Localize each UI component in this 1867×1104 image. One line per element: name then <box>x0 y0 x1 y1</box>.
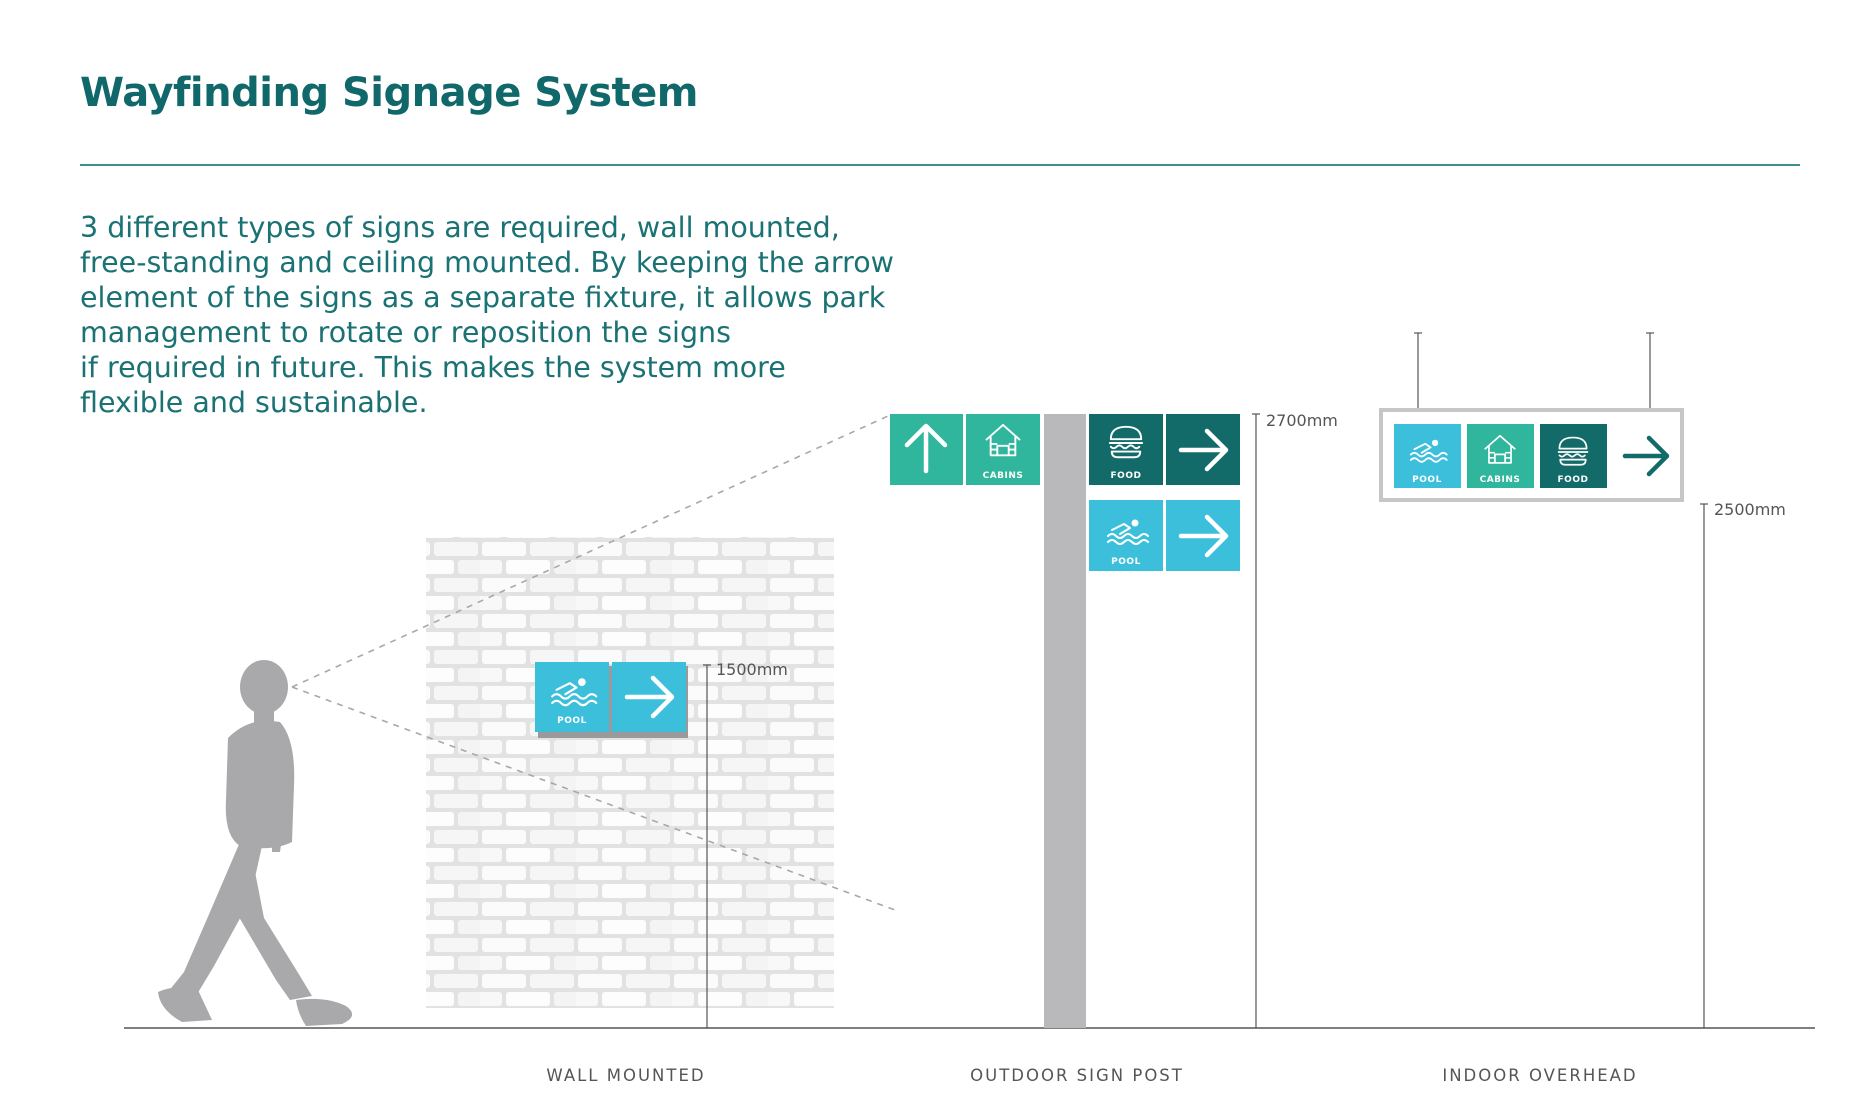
pool-label: POOL <box>557 716 587 726</box>
food-tile <box>1089 414 1163 485</box>
cabins-label: CABINS <box>1480 475 1521 485</box>
page-title: Wayfinding Signage System <box>80 70 698 116</box>
pool-label: POOL <box>1412 475 1442 485</box>
food-label: FOOD <box>1111 471 1142 481</box>
sign-post <box>1044 414 1086 1028</box>
cabins-label: CABINS <box>983 471 1024 481</box>
cabins-tile <box>1467 424 1534 488</box>
person-silhouette <box>158 660 353 1026</box>
post-sign-food: FOOD <box>1089 414 1240 485</box>
intro-line: element of the signs as a separate fixtu… <box>80 281 886 314</box>
overhead-sign: POOL CABINS FOOD <box>1379 408 1684 502</box>
intro-line: free-standing and ceiling mounted. By ke… <box>80 246 894 279</box>
caption-indoor-overhead: INDOOR OVERHEAD <box>1442 1066 1637 1085</box>
pool-label: POOL <box>1111 557 1141 567</box>
sight-line-upper <box>291 415 889 688</box>
overhead-height-label: 2500mm <box>1714 500 1786 519</box>
post-sign-pool: POOL <box>1089 500 1240 571</box>
pool-tile <box>1394 424 1461 488</box>
intro-paragraph: 3 different types of signs are required,… <box>80 210 894 420</box>
intro-line: flexible and sustainable. <box>80 386 428 419</box>
intro-line: if required in future. This makes the sy… <box>80 351 786 384</box>
title-divider <box>80 164 1800 166</box>
post-sign-left: CABINS <box>890 414 1040 485</box>
wall-sign: POOL <box>535 662 688 738</box>
food-label: FOOD <box>1558 475 1589 485</box>
intro-line: 3 different types of signs are required,… <box>80 211 840 244</box>
caption-wall-mounted: WALL MOUNTED <box>546 1066 705 1085</box>
brick-wall <box>426 537 834 1008</box>
intro-line: management to rotate or reposition the s… <box>80 316 731 349</box>
caption-outdoor-sign-post: OUTDOOR SIGN POST <box>970 1066 1184 1085</box>
post-height-label: 2700mm <box>1266 411 1338 430</box>
arrow-right-icon <box>1622 435 1670 477</box>
wall-height-label: 1500mm <box>716 660 788 679</box>
